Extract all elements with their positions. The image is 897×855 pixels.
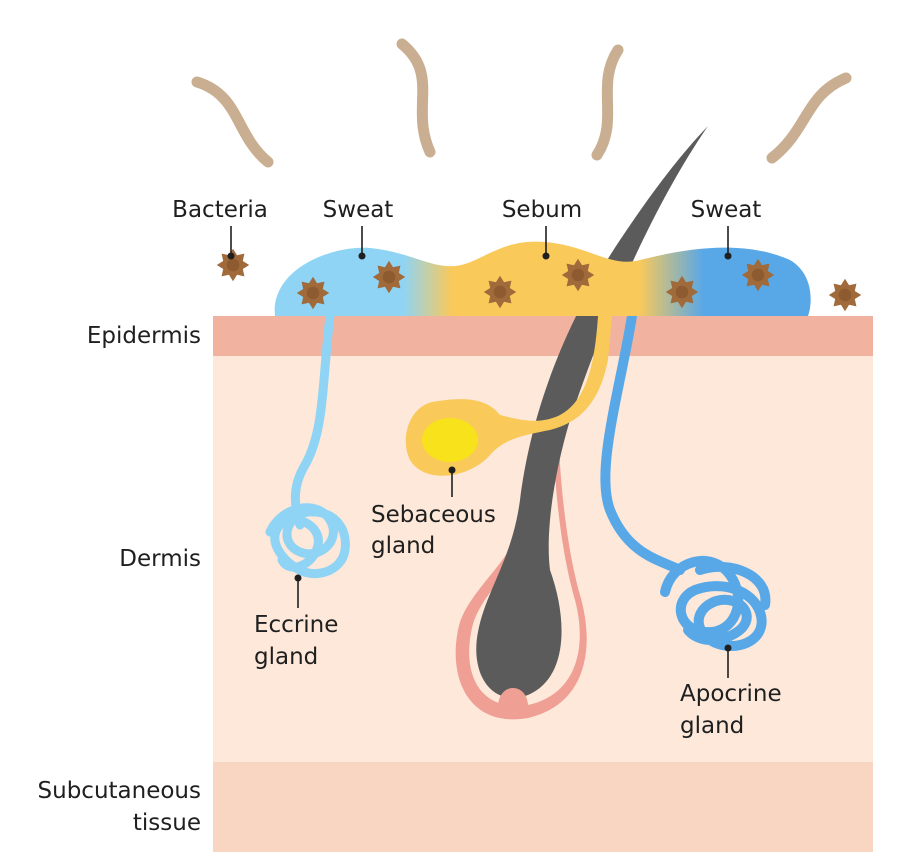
surface-secretion: [274, 241, 811, 316]
bacteria-icon: [561, 258, 595, 292]
bacteria-label: Bacteria: [172, 197, 268, 223]
sebum-label: Sebum: [502, 197, 582, 223]
epidermis-layer: [213, 316, 873, 356]
bacteria-icon: [665, 275, 699, 309]
dermal-papilla: [497, 688, 529, 715]
apocrine-gland: [600, 311, 771, 651]
sebaceous-label-line2: gland: [371, 533, 435, 559]
eccrine-label-line2: gland: [254, 644, 318, 670]
apocrine-label-line1: Apocrine: [680, 681, 782, 707]
sweat-left-label: Sweat: [323, 197, 394, 223]
odor-wave-icon: [191, 38, 852, 168]
sebaceous-gland: [405, 316, 612, 476]
sweat-right-label: Sweat: [691, 197, 762, 223]
bacteria-icon: [828, 278, 862, 312]
bacteria-icon: [741, 258, 775, 292]
bacteria-icon: [372, 260, 406, 294]
bacteria-icon: [296, 276, 330, 310]
hair-icon: [476, 126, 708, 698]
eccrine-gland: [265, 311, 350, 579]
apocrine-label-line2: gland: [680, 713, 744, 739]
subcutaneous-layer: [213, 762, 873, 852]
sebaceous-label-line1: Sebaceous: [371, 502, 496, 528]
leader-lines: [227, 226, 732, 678]
subcutaneous-label-line1: Subcutaneous: [38, 778, 201, 804]
subcutaneous-label-line2: tissue: [133, 810, 201, 836]
bacteria-icon: [483, 275, 517, 309]
eccrine-label-line1: Eccrine: [254, 612, 338, 638]
dermis-label: Dermis: [119, 546, 201, 572]
epidermis-label: Epidermis: [87, 323, 201, 349]
